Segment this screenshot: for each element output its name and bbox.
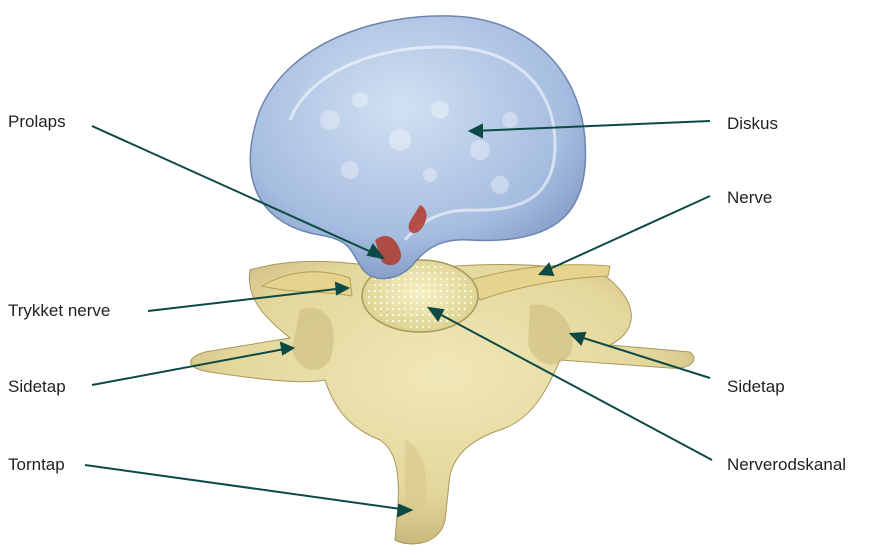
disc (250, 16, 585, 279)
label-prolaps: Prolaps (8, 112, 66, 132)
disc-body (250, 16, 585, 279)
label-torntap: Torntap (8, 455, 65, 475)
label-sidetap-left: Sidetap (8, 377, 66, 397)
label-sidetap-right: Sidetap (727, 377, 785, 397)
leader-torntap (85, 465, 408, 510)
label-nerverodskanal: Nerverodskanal (727, 455, 846, 475)
label-diskus: Diskus (727, 114, 778, 134)
label-nerve: Nerve (727, 188, 772, 208)
label-trykket-nerve: Trykket nerve (8, 301, 110, 321)
